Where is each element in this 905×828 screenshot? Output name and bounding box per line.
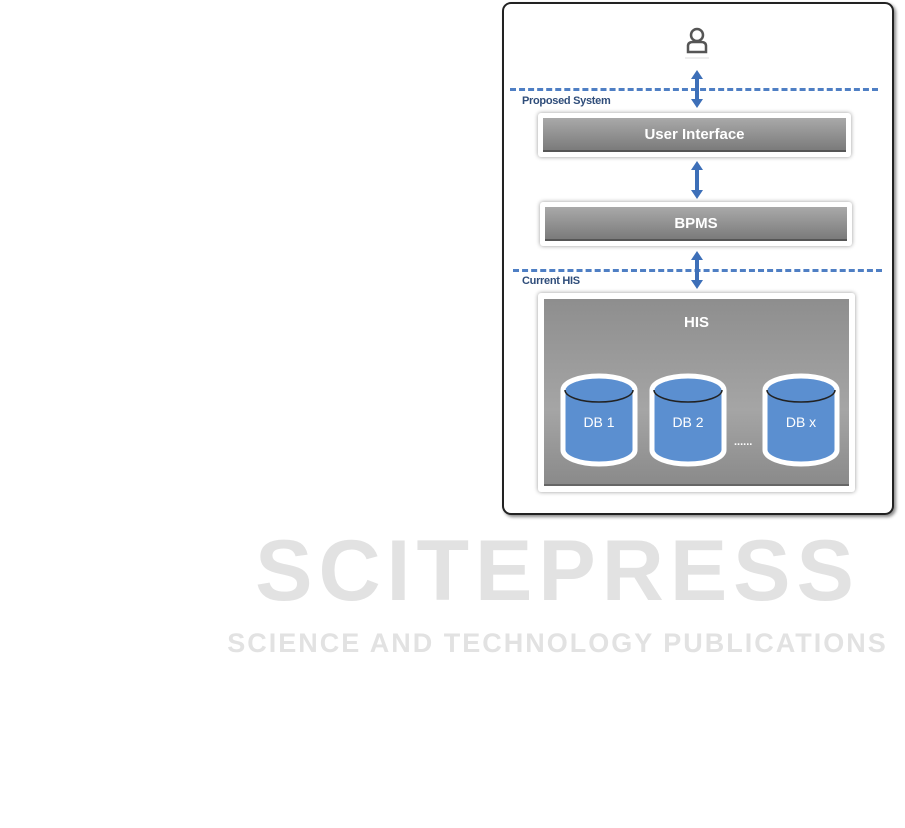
bidirectional-arrow-icon <box>691 251 703 289</box>
bpms-label: BPMS <box>545 207 847 241</box>
bidirectional-arrow-icon <box>691 70 703 108</box>
db-label: DB 2 <box>672 414 704 430</box>
database-db1: DB 1 <box>559 372 639 468</box>
database-dbx: DB x <box>761 372 841 468</box>
ellipsis: ...... <box>734 436 753 448</box>
his-label: HIS <box>683 314 709 331</box>
bpms-layer: BPMS <box>540 202 852 246</box>
section-label-proposed: Proposed System <box>522 95 611 107</box>
boundary-line-proposed <box>510 88 878 91</box>
section-label-current: Current HIS <box>522 275 580 287</box>
watermark-title: SCITEPRESS <box>255 523 860 619</box>
db-label: DB 1 <box>583 414 615 430</box>
db-label: DB x <box>785 414 817 430</box>
watermark-subtitle: SCIENCE AND TECHNOLOGY PUBLICATIONS <box>227 628 888 658</box>
user-interface-label: User Interface <box>543 118 846 152</box>
user-icon <box>685 27 709 59</box>
user-interface-layer: User Interface <box>538 113 851 157</box>
bidirectional-arrow-icon <box>691 161 703 199</box>
database-db2: DB 2 <box>648 372 728 468</box>
